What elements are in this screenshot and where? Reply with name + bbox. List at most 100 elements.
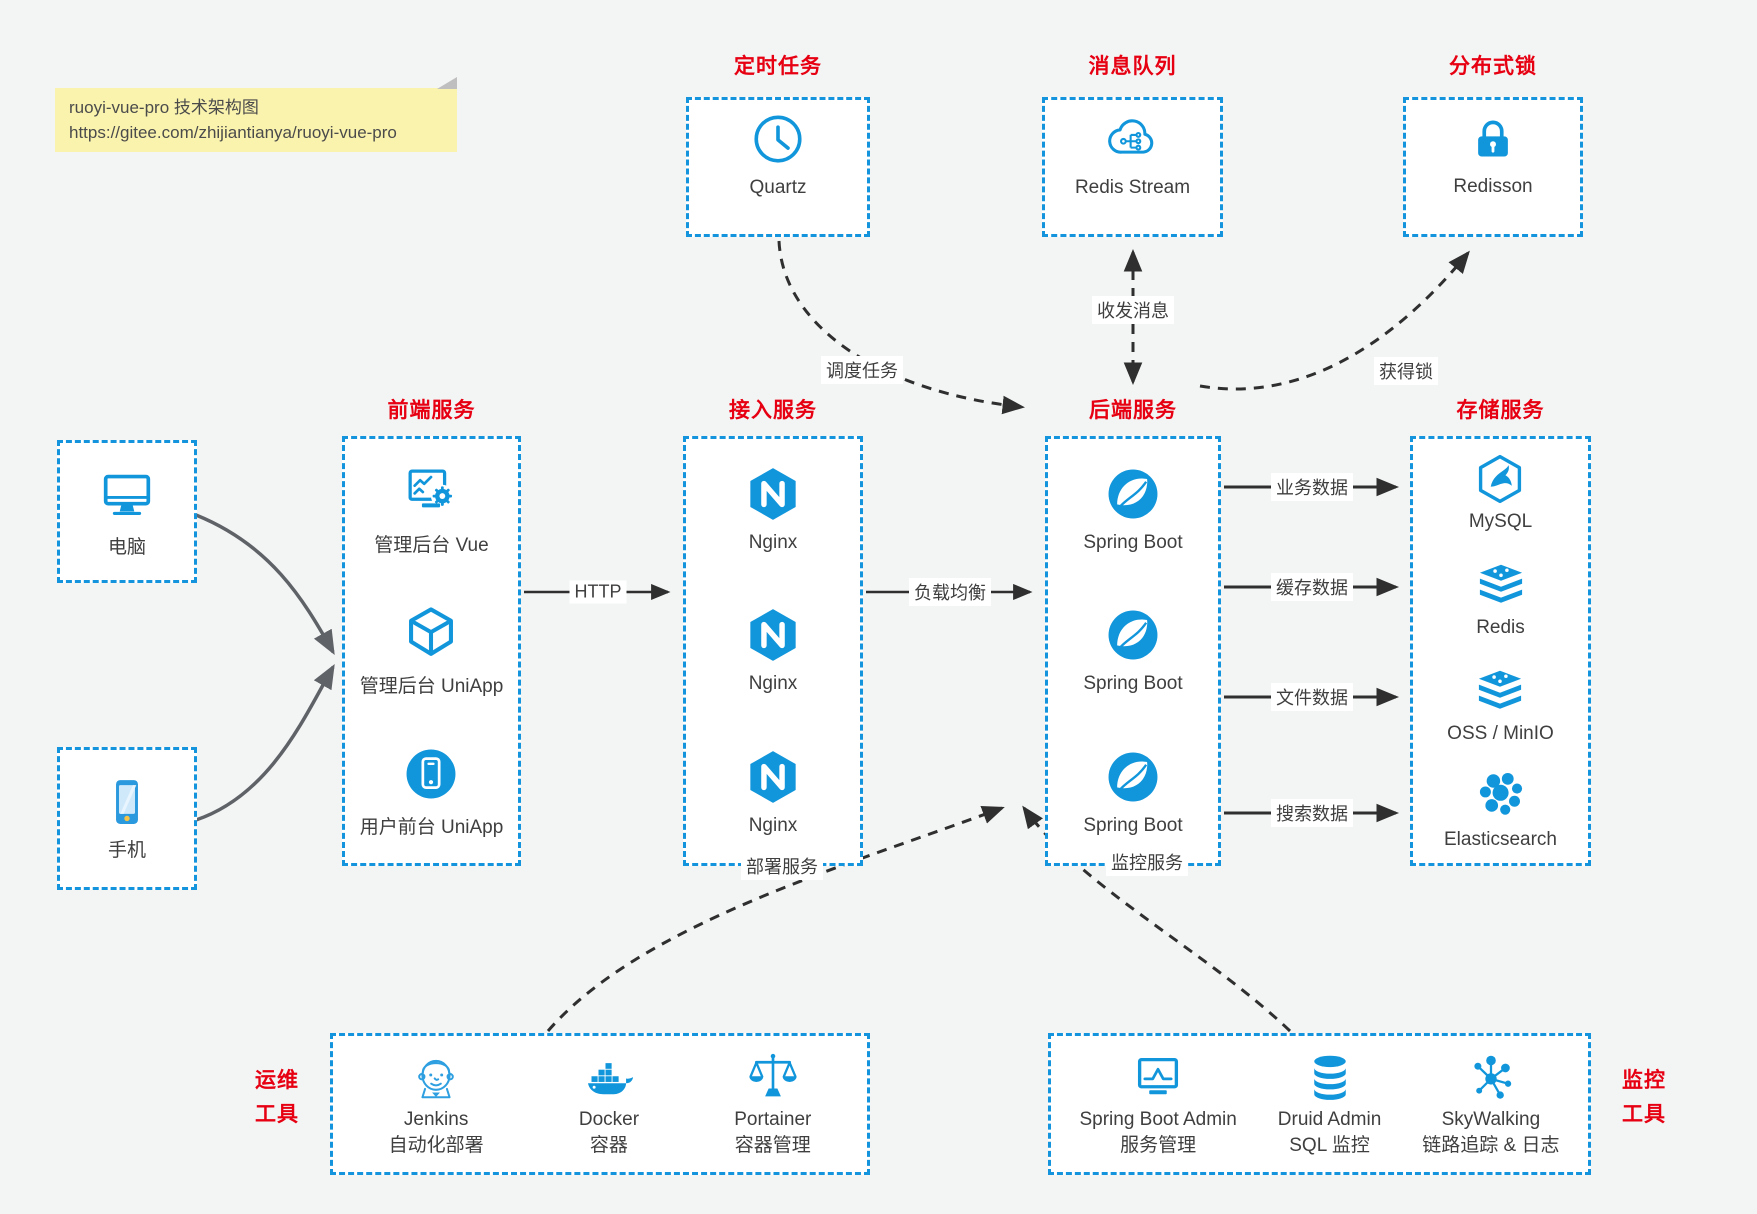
arrow-desktop-to-frontend [195,513,335,656]
node-label: Spring Boot [1083,673,1183,695]
node-label: 手机 [107,840,146,861]
spring-boot-admin-icon [1130,1050,1186,1106]
sticky-note: ruoyi-vue-pro 技术架构图 https://gitee.com/zh… [55,77,457,152]
edge-label-cache-data: 缓存数据 [1271,573,1353,601]
oss-minio-icon [1473,664,1527,718]
node-label: Druid Admin [1277,1108,1382,1130]
box-storage-services: MySQL Redis OSS / MinIO Elasticsearch [1410,436,1591,866]
node-druid-admin: Druid Admin SQL 监控 [1277,1050,1382,1158]
note-fold-corner [437,77,457,89]
node-description: SQL 监控 [1289,1135,1370,1156]
elasticsearch-icon [1474,770,1528,824]
node-label: Spring Boot [1083,814,1183,836]
node-admin-uniapp: 管理后台 UniApp [359,604,504,698]
edge-label-business-data: 业务数据 [1271,473,1353,501]
node-redisson: Redisson [1453,111,1533,198]
node-user-uniapp: 用户前台 UniApp [359,745,504,839]
desktop-icon [96,464,158,526]
node-label: Quartz [749,176,807,198]
node-desktop: 电脑 [96,464,158,559]
title-storage-services: 存储服务 [1456,399,1545,422]
node-skywalking: SkyWalking 链路追踪 & 日志 [1422,1050,1559,1158]
node-label: Redis [1476,616,1525,638]
node-spring-boot-2: Spring Boot [1083,606,1183,695]
node-nginx-2: Nginx [744,606,802,695]
uniapp-cube-icon [402,604,460,662]
lock-icon [1465,111,1521,167]
edge-label-search-data: 搜索数据 [1271,799,1353,827]
node-description: 服务管理 [1120,1135,1197,1156]
node-nginx-1: Nginx [744,465,802,554]
node-label: 管理后台 UniApp [359,675,504,697]
node-label: 电脑 [107,537,146,558]
node-label: Nginx [748,814,798,836]
box-backend-services: Spring Boot Spring Boot Spring Boot [1045,436,1221,866]
node-spring-boot-3: Spring Boot [1083,748,1183,837]
box-redisson: Redisson [1403,97,1583,237]
node-description: 链路追踪 & 日志 [1422,1135,1560,1156]
ops-label-line-1: 运维 [255,1069,299,1092]
druid-icon [1302,1050,1358,1106]
node-portainer: Portainer 容器管理 [734,1050,811,1158]
edge-label-monitor: 监控服务 [1106,848,1188,876]
node-label: Nginx [748,673,798,695]
box-frontend-services: 管理后台 Vue 管理后台 UniApp 用户前台 UniApp [342,436,521,866]
clock-icon [749,110,807,168]
title-distributed-lock: 分布式锁 [1449,55,1537,78]
node-label: 管理后台 Vue [374,534,489,556]
box-desktop-client: 电脑 [57,440,197,583]
node-redis: Redis [1474,558,1528,639]
note-title: ruoyi-vue-pro 技术架构图 [69,98,259,117]
monitoring-tools-side-label: 监控 工具 [1601,1064,1687,1131]
node-jenkins: Jenkins 自动化部署 [389,1050,484,1158]
node-nginx-3: Nginx [744,748,802,837]
node-oss-minio: OSS / MinIO [1447,664,1554,745]
title-scheduled-tasks: 定时任务 [734,55,822,78]
node-spring-boot-1: Spring Boot [1083,465,1183,554]
box-ops-tools: Jenkins 自动化部署 Docker 容器 Portainer 容器管理 [330,1033,870,1175]
edge-label-http: HTTP [569,580,627,604]
title-access-services: 接入服务 [729,399,817,422]
portainer-icon [745,1050,801,1106]
node-label: Spring Boot [1083,532,1183,554]
user-app-icon [402,745,460,803]
note-url: https://gitee.com/zhijiantianya/ruoyi-vu… [69,122,397,142]
spring-boot-icon [1104,748,1162,806]
node-phone: 手机 [100,775,154,862]
skywalking-icon [1463,1050,1519,1106]
docker-icon [581,1050,637,1106]
spring-boot-icon [1104,465,1162,523]
node-label: Redisson [1453,175,1533,197]
box-quartz: Quartz [686,97,870,237]
box-redis-stream: Redis Stream [1042,97,1223,237]
redis-icon [1474,558,1528,612]
box-monitoring-tools: Spring Boot Admin 服务管理 Druid Admin SQL 监… [1048,1033,1591,1175]
monitoring-label-line-1: 监控 [1622,1069,1666,1092]
node-label: Spring Boot Admin [1079,1108,1237,1130]
nginx-icon [744,606,802,664]
arrow-phone-to-frontend [195,663,335,822]
node-label: Docker [578,1108,640,1130]
node-label: Jenkins [403,1108,469,1130]
node-mysql: MySQL [1469,452,1532,533]
smartphone-icon [100,775,154,829]
edge-label-deploy: 部署服务 [741,852,823,880]
node-description: 容器 [589,1135,628,1156]
node-elasticsearch: Elasticsearch [1444,770,1557,851]
node-label: Nginx [748,532,798,554]
node-label: 用户前台 UniApp [359,817,504,839]
node-label: Portainer [734,1108,812,1130]
edge-label-lock: 获得锁 [1374,357,1438,385]
admin-vue-icon [402,463,460,521]
node-admin-vue: 管理后台 Vue [374,463,489,557]
title-frontend-services: 前端服务 [387,399,476,422]
node-label: Elasticsearch [1444,828,1557,850]
node-label: OSS / MinIO [1447,722,1554,744]
edge-label-messaging: 收发消息 [1092,296,1174,324]
nginx-icon [744,748,802,806]
title-message-queue: 消息队列 [1088,55,1177,78]
nginx-icon [744,465,802,523]
jenkins-icon [408,1050,464,1106]
ops-tools-side-label: 运维 工具 [234,1064,320,1131]
